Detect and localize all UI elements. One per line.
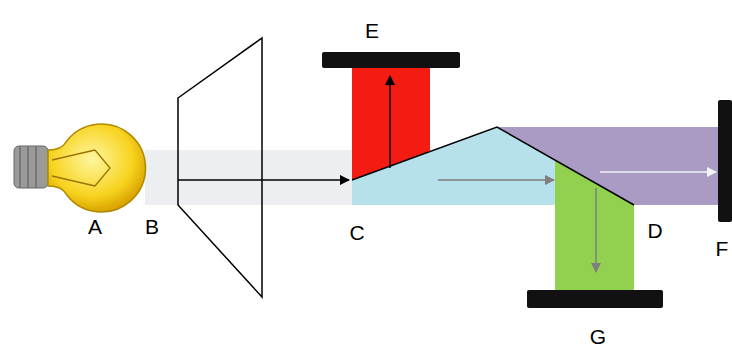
- lens: [178, 38, 262, 297]
- detector-plate: [322, 52, 460, 68]
- part-label: B: [145, 216, 159, 237]
- ray-arrow: [600, 171, 716, 173]
- detector-plate: [718, 100, 732, 222]
- light-beam: [145, 150, 355, 205]
- ray-arrow: [178, 179, 349, 181]
- part-label: A: [88, 216, 102, 237]
- part-label: E: [365, 20, 379, 41]
- detector-plate: [527, 290, 663, 308]
- part-label: G: [590, 326, 606, 347]
- green-beam: [555, 160, 634, 290]
- part-label: C: [349, 222, 364, 243]
- ray-arrow: [389, 76, 391, 168]
- part-label: F: [716, 238, 729, 259]
- light-bulb: [14, 124, 145, 212]
- dichroic-mirror: [352, 127, 634, 205]
- ray-arrow: [595, 188, 597, 272]
- ray-arrow: [438, 179, 554, 181]
- part-label: D: [647, 220, 662, 241]
